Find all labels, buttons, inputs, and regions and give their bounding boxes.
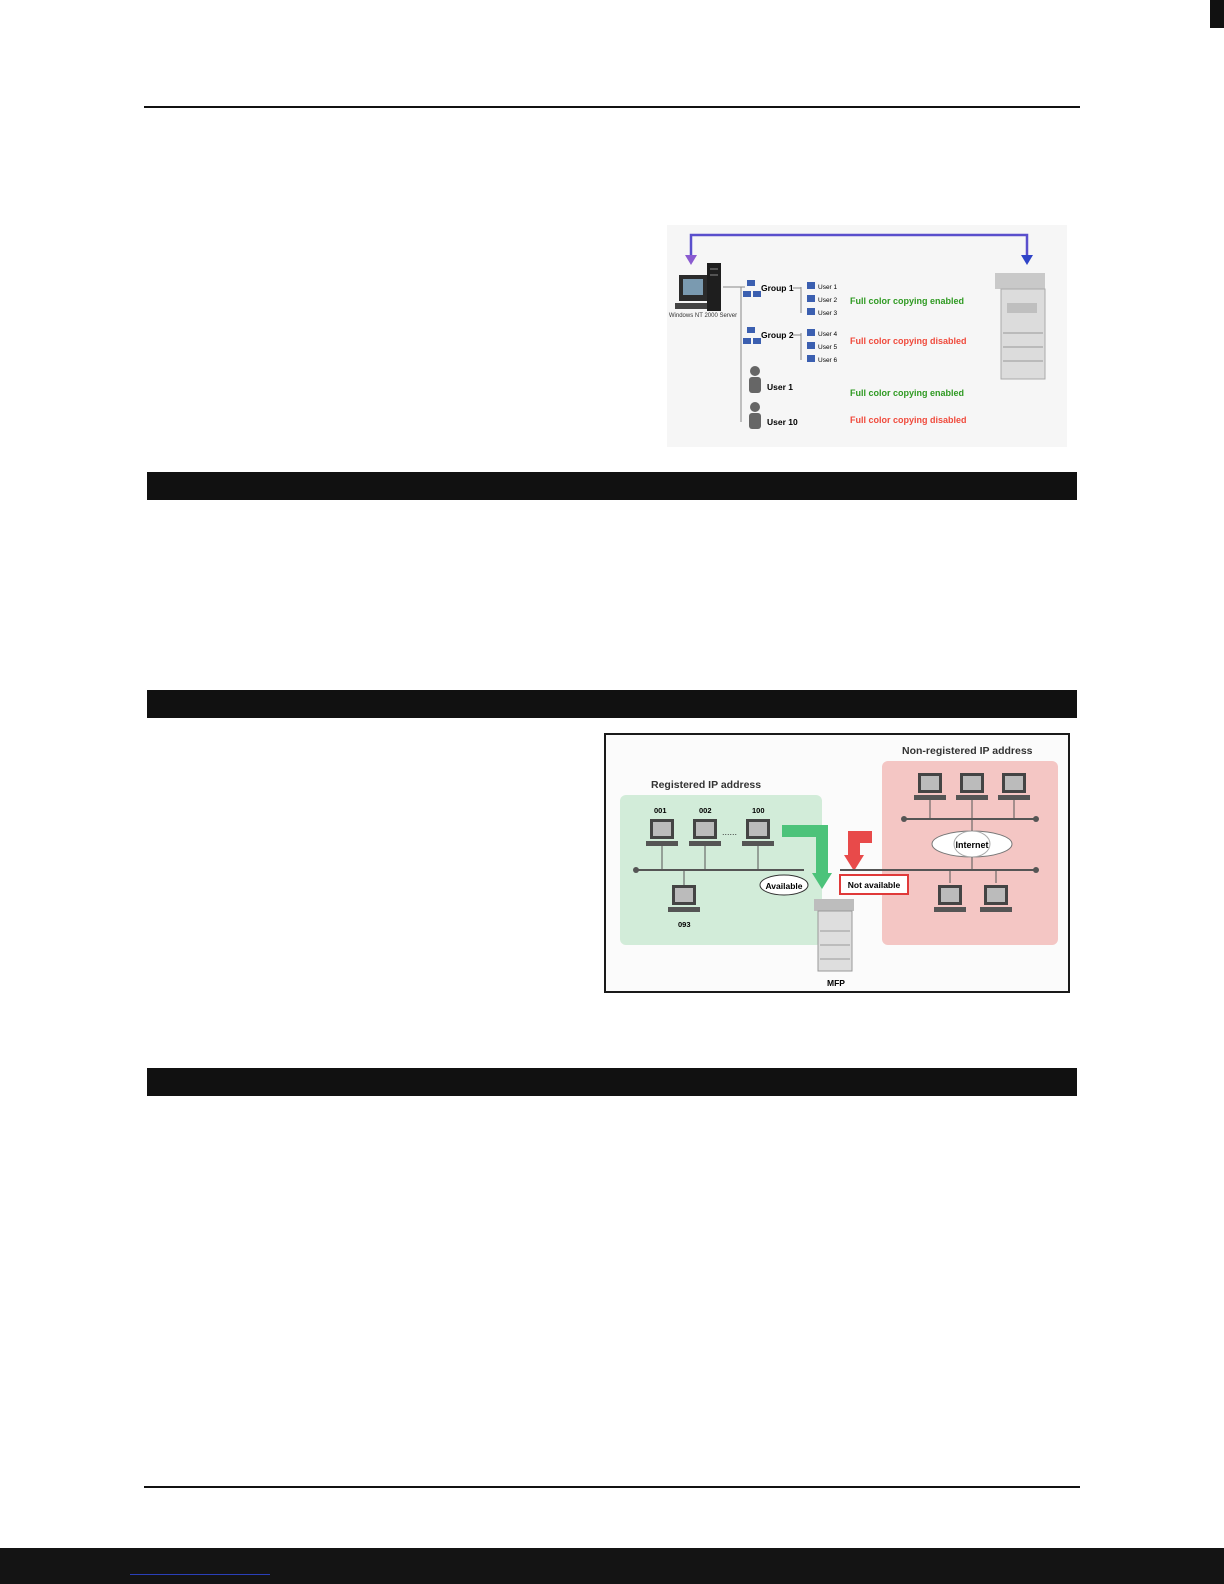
computer-icon <box>934 870 966 912</box>
registered-label: Registered IP address <box>651 779 761 791</box>
group2-status: Full color copying disabled <box>850 336 967 346</box>
section-bar <box>147 1068 1077 1096</box>
user-pc-icon <box>807 308 815 315</box>
arrow-head-right <box>1021 255 1033 265</box>
not-available-label: Not available <box>848 880 901 890</box>
available-badge <box>759 874 809 896</box>
computer-icon <box>668 870 700 912</box>
computer-icon <box>980 870 1012 912</box>
computer-icon <box>956 773 988 819</box>
group1-user: User 3 <box>818 310 838 317</box>
figure1-background <box>667 225 1067 447</box>
group1-status: Full color copying enabled <box>850 296 964 306</box>
person-icon <box>749 366 761 393</box>
pc-number: 100 <box>752 806 765 815</box>
not-available-badge <box>839 874 909 895</box>
header-rule <box>144 106 1080 108</box>
ellipsis: ...... <box>722 827 737 837</box>
user-pc-icon <box>807 329 815 336</box>
internet-label: Internet <box>955 840 988 850</box>
server-caption: Windows NT 2000 Server <box>669 313 737 319</box>
user-pc-icon <box>807 295 815 302</box>
person-icon <box>749 402 761 429</box>
arrow-head-left <box>685 255 697 265</box>
computer-icon <box>998 773 1030 819</box>
mfp-copier-icon <box>814 899 854 972</box>
computer-icon <box>914 773 946 819</box>
group-icon <box>743 280 761 297</box>
nonregistered-label: Non-registered IP address <box>902 745 1033 757</box>
copier-icon <box>995 273 1046 380</box>
group2-user: User 4 <box>818 331 838 338</box>
footer-rule <box>144 1486 1080 1488</box>
available-label: Available <box>765 881 802 891</box>
section-bar <box>147 690 1077 718</box>
bidirectional-arrow <box>689 233 1029 259</box>
figure-user-authentication: Windows NT 2000 Server Group 1 User 1 Us… <box>667 225 1067 447</box>
footer-link-underline <box>130 1574 270 1575</box>
group1-label: Group 1 <box>761 283 794 293</box>
group1-user: User 2 <box>818 297 838 304</box>
pc-number: 093 <box>678 920 691 929</box>
group2-label: Group 2 <box>761 330 794 340</box>
group-icon <box>743 327 761 344</box>
not-available-arrow <box>848 831 872 857</box>
user1-label: User 1 <box>767 382 793 392</box>
computer-icon <box>689 819 721 870</box>
pc-number: 001 <box>654 806 667 815</box>
user-pc-icon <box>807 342 815 349</box>
user10-status: Full color copying disabled <box>850 415 967 425</box>
server-icon <box>675 263 721 311</box>
user1-status: Full color copying enabled <box>850 388 964 398</box>
user-pc-icon <box>807 282 815 289</box>
group1-users: User 1 User 2 User 3 <box>807 282 838 317</box>
computer-icon <box>742 819 774 870</box>
corner-mark <box>1210 0 1224 28</box>
group2-user: User 6 <box>818 357 838 364</box>
user10-label: User 10 <box>767 417 798 427</box>
section-bar <box>147 472 1077 500</box>
computer-icon <box>646 819 678 870</box>
group2-user: User 5 <box>818 344 838 351</box>
user-pc-icon <box>807 355 815 362</box>
pc-number: 002 <box>699 806 712 815</box>
mfp-label: MFP <box>827 978 845 988</box>
available-arrow <box>782 825 828 875</box>
figure-ip-filtering: Registered IP address Non-registered IP … <box>604 733 1070 993</box>
footer-band <box>0 1548 1224 1584</box>
internet-globe-icon <box>931 819 1013 870</box>
group1-user: User 1 <box>818 284 838 291</box>
group2-users: User 4 User 5 User 6 <box>807 329 838 364</box>
